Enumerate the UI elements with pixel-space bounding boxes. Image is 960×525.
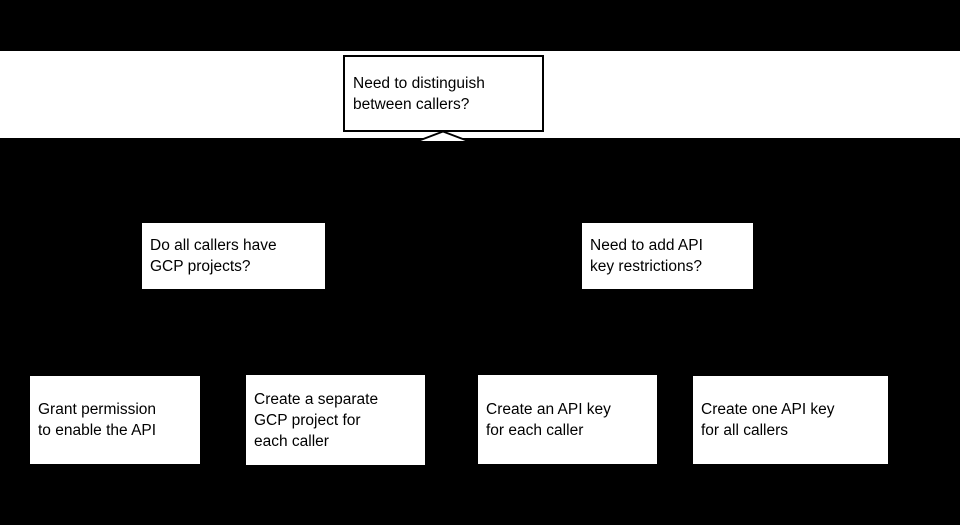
decision-need-distinguish-callers: Need to distinguish between callers?: [343, 55, 544, 132]
outcome-grant-permission-enable-api-label: Grant permission to enable the API: [38, 401, 157, 439]
decision-need-distinguish-callers-label: Need to distinguish between callers?: [353, 74, 485, 113]
decision-need-api-key-restrictions: Need to add API key restrictions?: [582, 223, 753, 289]
outcome-one-api-key-all-callers: Create one API key for all callers: [693, 376, 888, 464]
decision-need-api-key-restrictions-label: Need to add API key restrictions?: [590, 237, 703, 275]
outcome-grant-permission-enable-api: Grant permission to enable the API: [30, 376, 200, 464]
outcome-api-key-per-caller-label: Create an API key for each caller: [486, 400, 611, 439]
decision-all-callers-have-gcp-projects-label: Do all callers have GCP projects?: [150, 237, 277, 275]
outcome-separate-gcp-project-per-caller-label: Create a separate GCP project for each c…: [254, 390, 379, 450]
outcome-separate-gcp-project-per-caller: Create a separate GCP project for each c…: [246, 375, 425, 465]
decision-all-callers-have-gcp-projects: Do all callers have GCP projects?: [142, 223, 325, 289]
outcome-one-api-key-all-callers-label: Create one API key for all callers: [701, 401, 835, 439]
outcome-api-key-per-caller: Create an API key for each caller: [478, 375, 657, 464]
